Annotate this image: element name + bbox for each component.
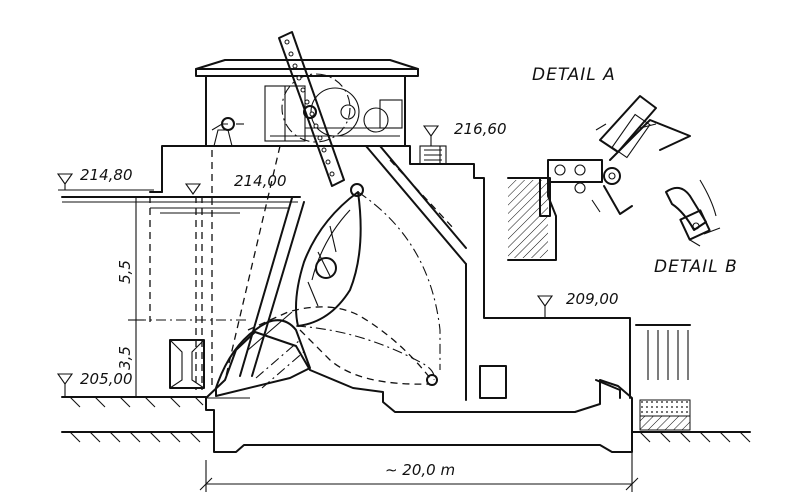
water-surface [61,196,301,214]
ground-right [631,324,751,443]
detail-a-title: DETAIL A [532,65,616,85]
downstream-piles [635,324,691,380]
elevation-marker-weir [184,183,202,195]
elevation-marker-headwater [56,173,154,191]
dimension-vertical [128,196,250,398]
elevation-label-tailwater: 209,00 [566,290,619,308]
detail-a-drawing [507,95,691,261]
foundation-slab [205,331,633,453]
detail-b-title: DETAIL B [654,257,738,277]
ground-left [61,396,215,443]
elevation-label-bridge: 216,60 [454,120,507,138]
elevation-marker-tailwater [536,295,554,318]
operating-house [195,59,419,147]
sector-gate-leaf [295,183,364,327]
intake-opening [169,339,205,389]
elevation-label-floor: 205,00 [80,370,133,388]
hoist-winch-icon [211,117,244,147]
dimension-horizontal [199,452,639,492]
gate-positions-dashed [247,191,441,389]
elevation-marker-floor [56,373,74,397]
end-sill [595,379,621,399]
bridge-railing [419,145,447,165]
depth-label-upper: 5,5 [116,260,134,284]
inclined-hoist-rack [278,31,345,187]
guide-rails [225,145,467,377]
pier-outline [149,145,631,401]
elevation-label-weir: 214,00 [234,172,287,190]
depth-label-lower: 3,5 [116,346,134,370]
elevation-label-headwater: 214,80 [80,166,133,184]
detail-b-drawing [665,179,721,247]
length-label: ∼ 20,0 m [385,461,455,479]
outlet-opening [479,365,507,399]
pier-slot-dashed [149,150,213,390]
elevation-marker-bridge [422,125,440,146]
